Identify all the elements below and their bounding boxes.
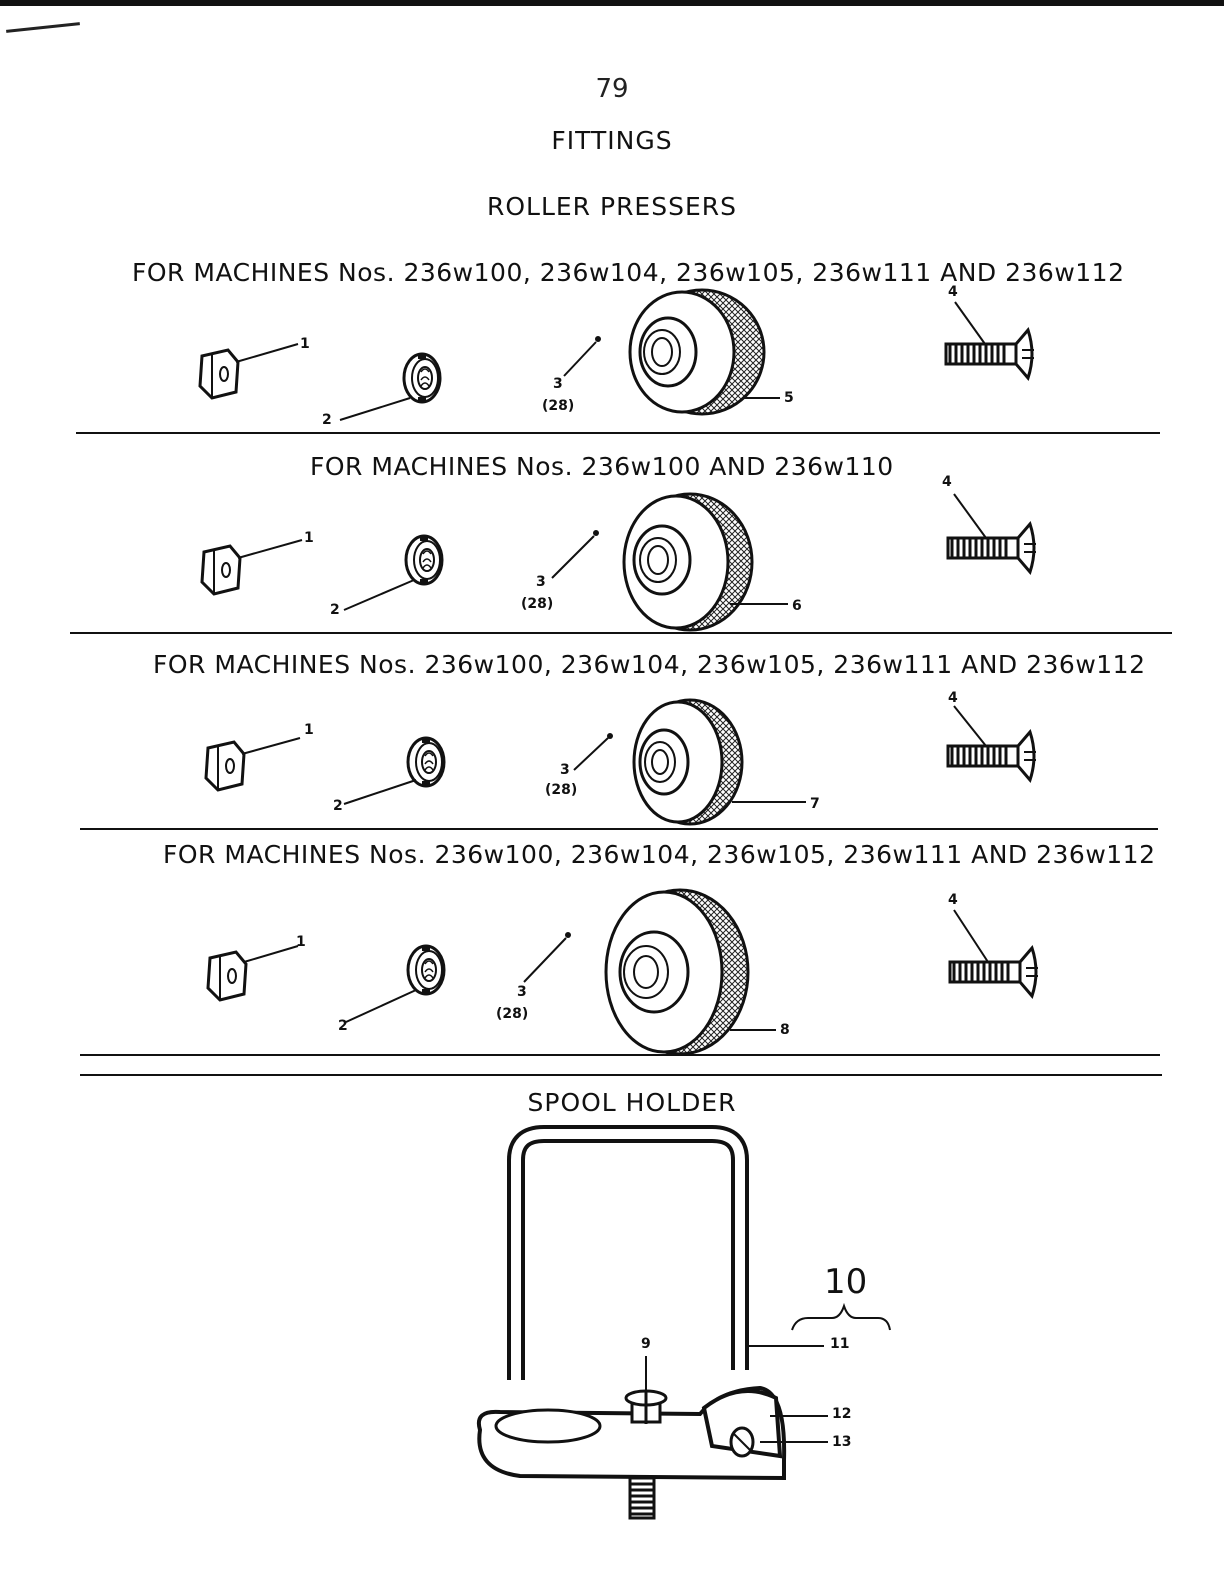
section-3-heading: FOR MACHINES Nos. 236w100, 236w104, 236w… xyxy=(153,650,1146,679)
nut-label: 1 xyxy=(296,934,306,950)
section-4-heading: FOR MACHINES Nos. 236w100, 236w104, 236w… xyxy=(163,840,1156,869)
screw-label: 4 xyxy=(942,474,952,490)
divider xyxy=(80,828,1158,830)
spool-holder-title: SPOOL HOLDER xyxy=(527,1088,737,1117)
nut-part xyxy=(198,348,240,400)
washer-part xyxy=(406,735,446,789)
set-screw-label: 13 xyxy=(832,1434,852,1450)
page-title: FITTINGS xyxy=(551,126,673,155)
wire-label: 11 xyxy=(830,1336,850,1352)
assembly-brace xyxy=(791,1302,891,1331)
pin-label: 3 xyxy=(553,376,563,392)
divider xyxy=(80,1074,1162,1076)
divider xyxy=(80,1054,1160,1056)
screw-label: 4 xyxy=(948,284,958,300)
pin-part xyxy=(573,737,609,771)
screw-part xyxy=(946,730,1038,782)
nut-label: 1 xyxy=(300,336,310,352)
pin-part xyxy=(563,341,597,377)
pin-part xyxy=(551,535,595,579)
nut-label: 1 xyxy=(304,722,314,738)
roller-part xyxy=(628,288,766,416)
nut-part xyxy=(204,740,246,792)
nut-part xyxy=(200,544,242,596)
pin-label: 3 xyxy=(517,984,527,1000)
pin-quantity-label: (28) xyxy=(521,596,554,612)
roller-part xyxy=(622,492,754,632)
leader-line xyxy=(235,343,299,363)
spool-holder-drawing xyxy=(477,1125,787,1520)
section-1-heading: FOR MACHINES Nos. 236w100, 236w104, 236w… xyxy=(132,258,1125,287)
leader-line xyxy=(339,397,411,421)
roller-label: 7 xyxy=(810,796,820,812)
page-number: 79 xyxy=(595,74,629,104)
washer-part xyxy=(402,351,442,405)
washer-label: 2 xyxy=(333,798,343,814)
nut-part xyxy=(206,950,248,1002)
screw-label: 9 xyxy=(641,1336,651,1352)
pin-label: 3 xyxy=(536,574,546,590)
nut-label: 1 xyxy=(304,530,314,546)
pin-label: 3 xyxy=(560,762,570,778)
roller-label: 5 xyxy=(784,390,794,406)
scan-border xyxy=(0,0,1224,6)
washer-label: 2 xyxy=(322,412,332,428)
pin-quantity-label: (28) xyxy=(545,782,578,798)
washer-part xyxy=(406,943,446,997)
divider xyxy=(76,432,1160,434)
roller-part xyxy=(632,698,744,826)
washer-part xyxy=(404,533,444,587)
assembly-label: 10 xyxy=(824,1262,868,1302)
washer-label: 2 xyxy=(330,602,340,618)
washer-label: 2 xyxy=(338,1018,348,1034)
pin-quantity-label: (28) xyxy=(496,1006,529,1022)
divider xyxy=(70,632,1172,634)
bracket-label: 12 xyxy=(832,1406,852,1422)
section-2-heading: FOR MACHINES Nos. 236w100 AND 236w110 xyxy=(310,452,894,481)
screw-part xyxy=(948,946,1040,998)
screw-label: 4 xyxy=(948,690,958,706)
roller-label: 8 xyxy=(780,1022,790,1038)
pin-part xyxy=(523,937,567,983)
pin-quantity-label: (28) xyxy=(542,398,575,414)
section-subtitle: ROLLER PRESSERS xyxy=(486,192,738,221)
screw-part xyxy=(944,328,1036,380)
screw-part xyxy=(946,522,1038,574)
roller-label: 6 xyxy=(792,598,802,614)
screw-label: 4 xyxy=(948,892,958,908)
roller-part xyxy=(604,888,750,1056)
